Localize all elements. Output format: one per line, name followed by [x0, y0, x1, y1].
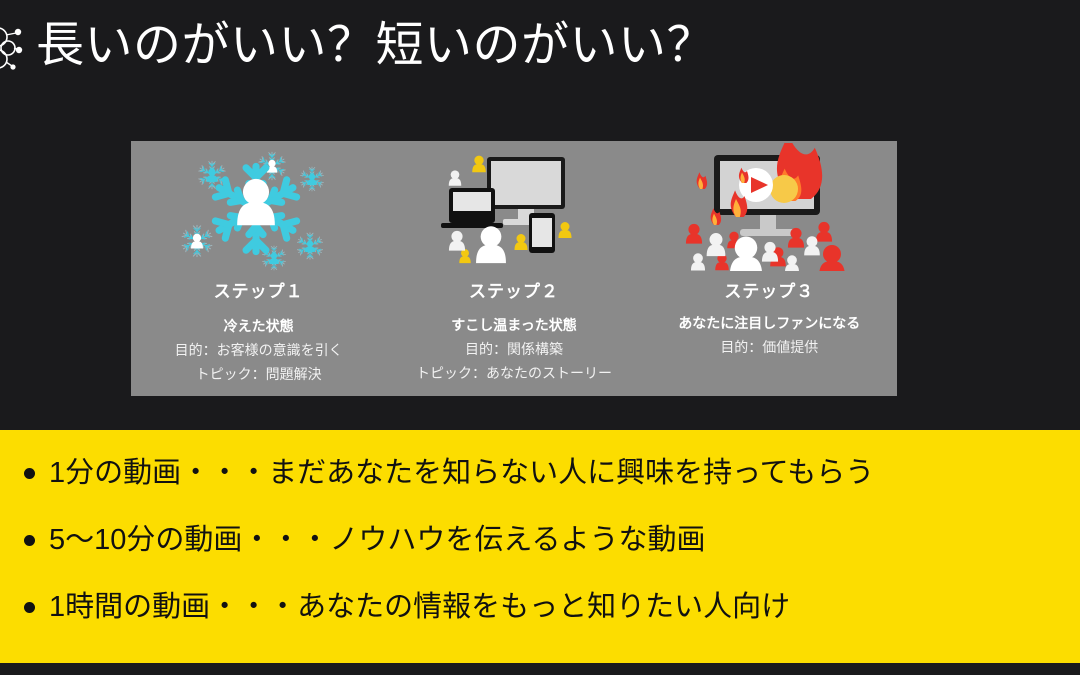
steps-panel: ステップ１ 冷えた状態 目的：お客様の意識を引く トピック：問題解決 — [131, 141, 897, 396]
devices-audience-icon — [386, 143, 641, 273]
step-state: あなたに注目しファンになる — [678, 315, 861, 331]
step-purpose: 目的：関係構築 — [464, 341, 563, 357]
bullet-text: 1時間の動画・・・あなたの情報をもっと知りたい人向け — [49, 591, 791, 624]
bullet-marker-icon — [24, 468, 35, 479]
step-state: すこし温まった状態 — [451, 317, 577, 333]
step-topic: トピック：問題解決 — [195, 366, 322, 382]
bullet-marker-icon — [24, 535, 35, 547]
snowflake-person-icon — [131, 143, 386, 273]
step-column-3: ステップ３ あなたに注目しファンになる 目的：価値提供 — [642, 141, 897, 396]
step-title: ステップ２ — [468, 282, 559, 301]
step-state: 冷えた状態 — [223, 318, 294, 334]
bullet-text: 5〜10分の動画・・・ノウハウを伝えるような動画 — [49, 524, 706, 557]
list-item: 1時間の動画・・・あなたの情報をもっと知りたい人向け — [14, 586, 1080, 628]
step-topic: トピック：あなたのストーリー — [415, 365, 612, 381]
bottom-strip — [0, 663, 1080, 675]
list-item: 1分の動画・・・まだあなたを知らない人に興味を持ってもらう — [14, 452, 1080, 494]
page-title: 長いのがいい？短いのがいい？ — [36, 19, 716, 72]
step-purpose: 目的：お客様の意識を引く — [174, 342, 343, 358]
step-purpose: 目的：価値提供 — [720, 339, 819, 355]
bullet-text: 1分の動画・・・まだあなたを知らない人に興味を持ってもらう — [49, 457, 875, 489]
step-column-2: ステップ２ すこし温まった状態 目的：関係構築 トピック：あなたのストーリー — [386, 141, 641, 396]
fire-video-crowd-icon — [642, 143, 897, 273]
step-title: ステップ１ — [213, 282, 304, 301]
bullet-band: 1分の動画・・・まだあなたを知らない人に興味を持ってもらう 5〜10分の動画・・… — [0, 430, 1080, 663]
step-column-1: ステップ１ 冷えた状態 目的：お客様の意識を引く トピック：問題解決 — [131, 141, 386, 396]
bullet-marker-icon — [24, 602, 35, 614]
step-title: ステップ３ — [724, 282, 815, 301]
molecule-icon — [0, 22, 32, 78]
list-item: 5〜10分の動画・・・ノウハウを伝えるような動画 — [14, 519, 1080, 561]
